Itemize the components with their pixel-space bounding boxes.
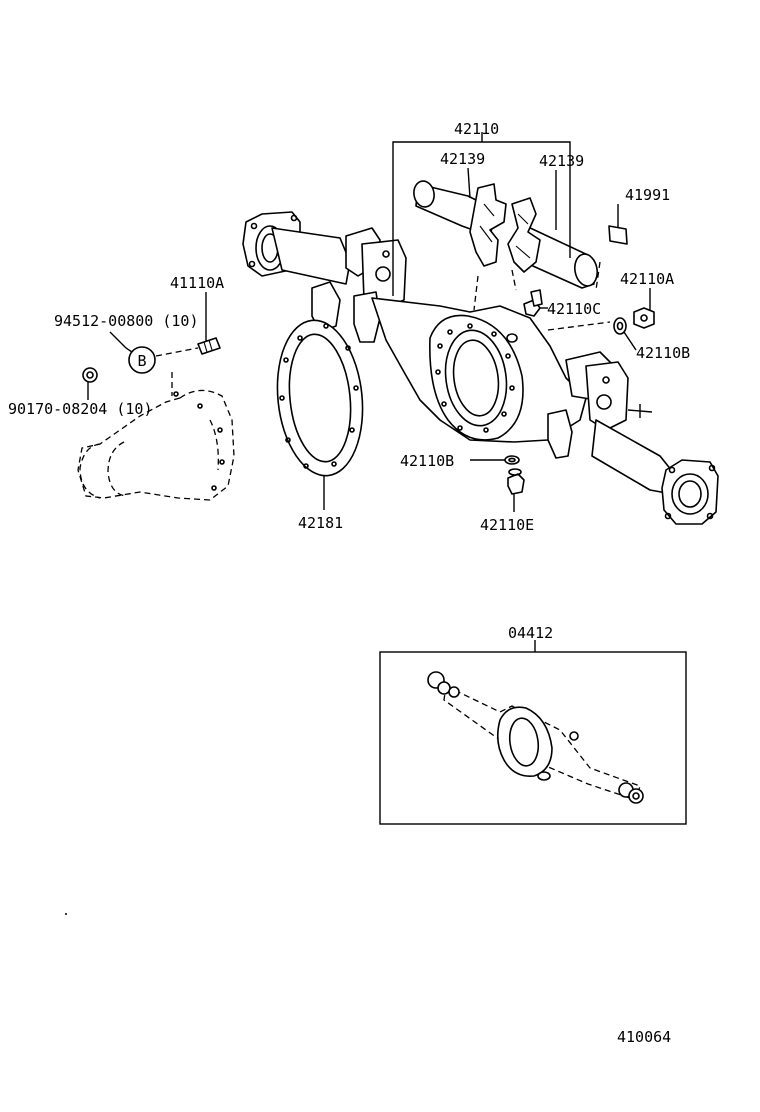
stud-nut-icon — [82, 367, 98, 383]
b-callout-icon[interactable]: B — [128, 346, 156, 374]
figure-number: 410064 — [617, 1028, 671, 1046]
label-41991: 41991 — [625, 186, 670, 204]
b-callout-label: B — [137, 352, 146, 370]
label-42139-right: 42139 — [539, 152, 584, 170]
axle-housing-icon — [242, 211, 719, 525]
label-plate-icon — [608, 225, 628, 245]
label-90170: 90170-08204 (10) — [8, 400, 153, 418]
label-42139-left: 42139 — [440, 150, 485, 168]
label-42110: 42110 — [454, 120, 499, 138]
stud-bolt-icon — [197, 337, 221, 355]
label-42181: 42181 — [298, 514, 343, 532]
label-42110c: 42110C — [547, 300, 601, 318]
breather-plug-icon — [523, 289, 543, 317]
label-04412: 04412 — [508, 624, 553, 642]
drain-plug-gasket-icon — [504, 455, 520, 465]
label-41110a: 41110A — [170, 274, 224, 292]
stray-mark — [65, 913, 67, 915]
differential-carrier-icon — [77, 389, 235, 501]
gasket-icon — [276, 319, 364, 477]
label-42110b-right: 42110B — [636, 344, 690, 362]
nut-icon — [633, 307, 655, 329]
washer-icon — [613, 317, 627, 335]
axle-tube-right-icon — [507, 197, 598, 289]
leader-lines — [87, 132, 651, 652]
label-42110a-right: 42110A — [620, 270, 674, 288]
part-labels: 42110 42139 42139 41991 42110A 42110C 42… — [8, 120, 690, 1046]
label-94512: 94512-00800 (10) — [54, 312, 199, 330]
label-42110b-left: 42110B — [400, 452, 454, 470]
kit-box — [379, 651, 687, 825]
label-42110e: 42110E — [480, 516, 534, 534]
axle-tube-left-icon — [413, 180, 507, 267]
axle-housing-kit-icon — [427, 671, 644, 804]
drain-plug-icon — [507, 468, 525, 495]
